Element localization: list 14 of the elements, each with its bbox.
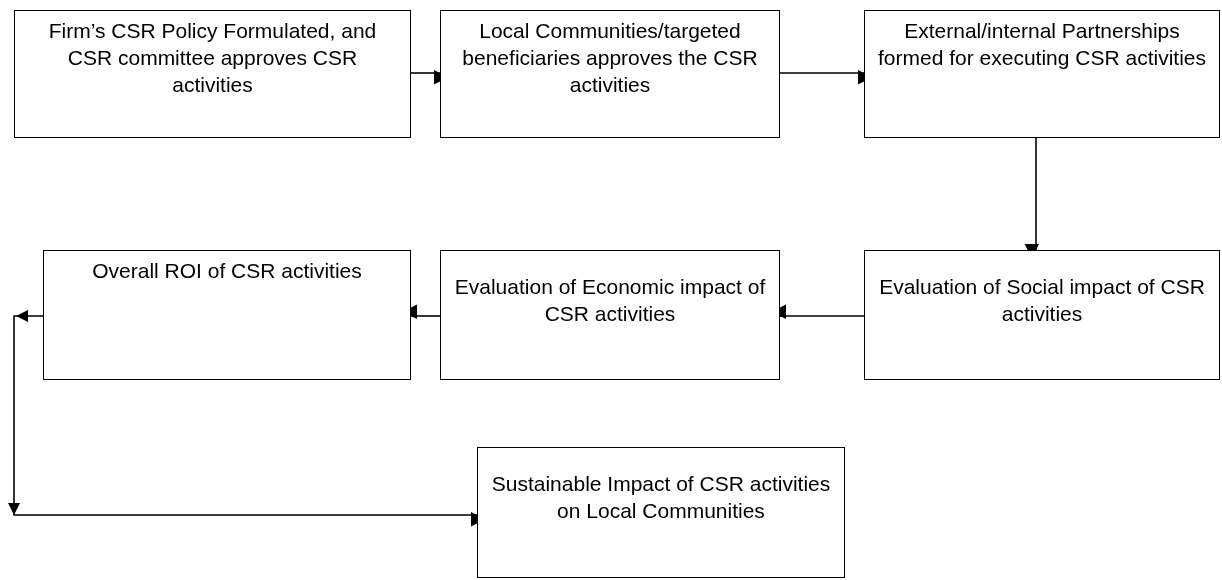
box-text: Overall ROI of CSR activities xyxy=(91,258,363,284)
process-box xyxy=(440,250,780,380)
process-box xyxy=(864,10,1220,138)
box-text: External/internal Partnerships formed for executing CSR activities xyxy=(877,18,1207,71)
process-box xyxy=(440,10,780,138)
process-box xyxy=(477,447,845,578)
process-box xyxy=(43,250,411,380)
box-text: Evaluation of Social impact of CSR activities xyxy=(878,274,1206,327)
box-text: Evaluation of Economic impact of CSR activities xyxy=(453,274,767,327)
box-text: Local Communities/targeted beneficiaries approves the CSR activities xyxy=(461,18,759,98)
process-box xyxy=(864,250,1220,380)
process-box xyxy=(14,10,411,138)
box-text: Firm’s CSR Policy Formulated, and CSR committee approves CSR activities xyxy=(47,18,378,98)
box-text: Sustainable Impact of CSR activities on Local Communities xyxy=(490,471,832,524)
